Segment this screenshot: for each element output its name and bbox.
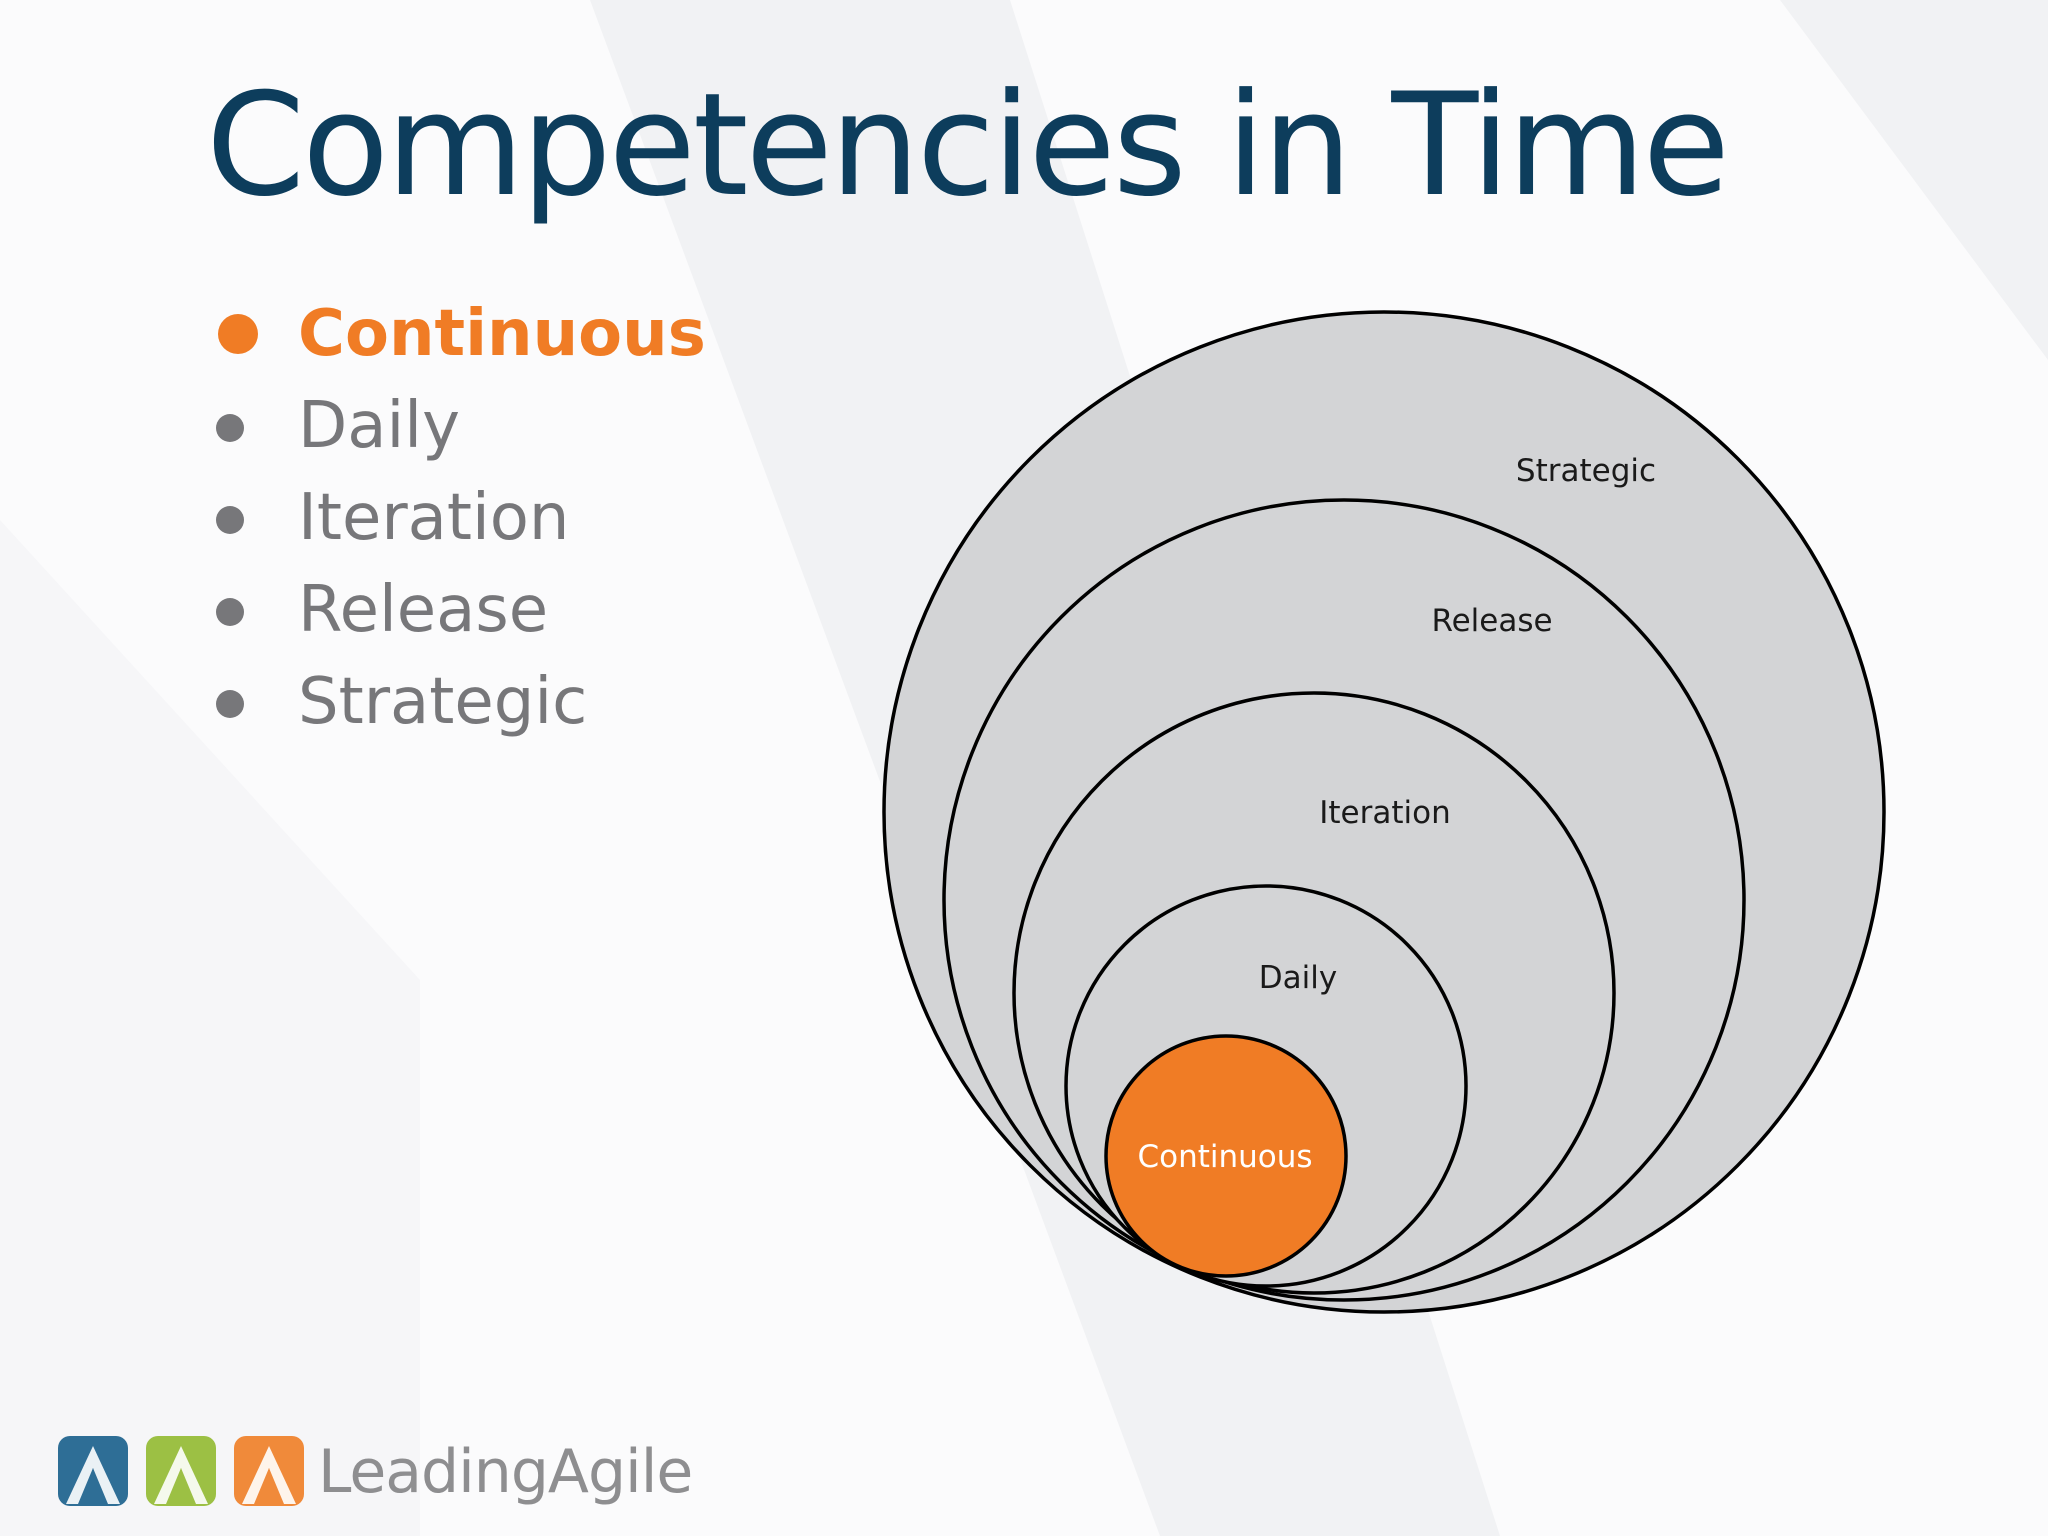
bullet-label: Continuous (298, 297, 706, 371)
ring-label-iteration: Iteration (1319, 795, 1451, 831)
core-label-continuous: Continuous (1137, 1139, 1312, 1175)
logo-mark-orange-icon (234, 1436, 304, 1506)
logo-wordmark: LeadingAgile (318, 1437, 693, 1507)
bullet-label: Release (298, 573, 549, 647)
ring-label-strategic: Strategic (1516, 453, 1656, 489)
logo-mark-green-icon (146, 1436, 216, 1506)
bullet-dot (216, 690, 244, 718)
bullet-dot (216, 598, 244, 626)
logo-mark-blue-icon (58, 1436, 128, 1506)
bullet-label: Iteration (298, 481, 570, 555)
bullet-label: Strategic (298, 665, 588, 739)
ring-label-release: Release (1431, 603, 1552, 639)
bullet-dot (216, 414, 244, 442)
bullet-label: Daily (298, 389, 460, 463)
leadingagile-logo: LeadingAgile (56, 1426, 696, 1518)
ring-label-daily: Daily (1259, 960, 1337, 996)
core-continuous (1104, 1034, 1348, 1278)
bullet-dot (216, 506, 244, 534)
slide-title: Competencies in Time (206, 63, 1730, 228)
bullet-dot (218, 314, 258, 354)
